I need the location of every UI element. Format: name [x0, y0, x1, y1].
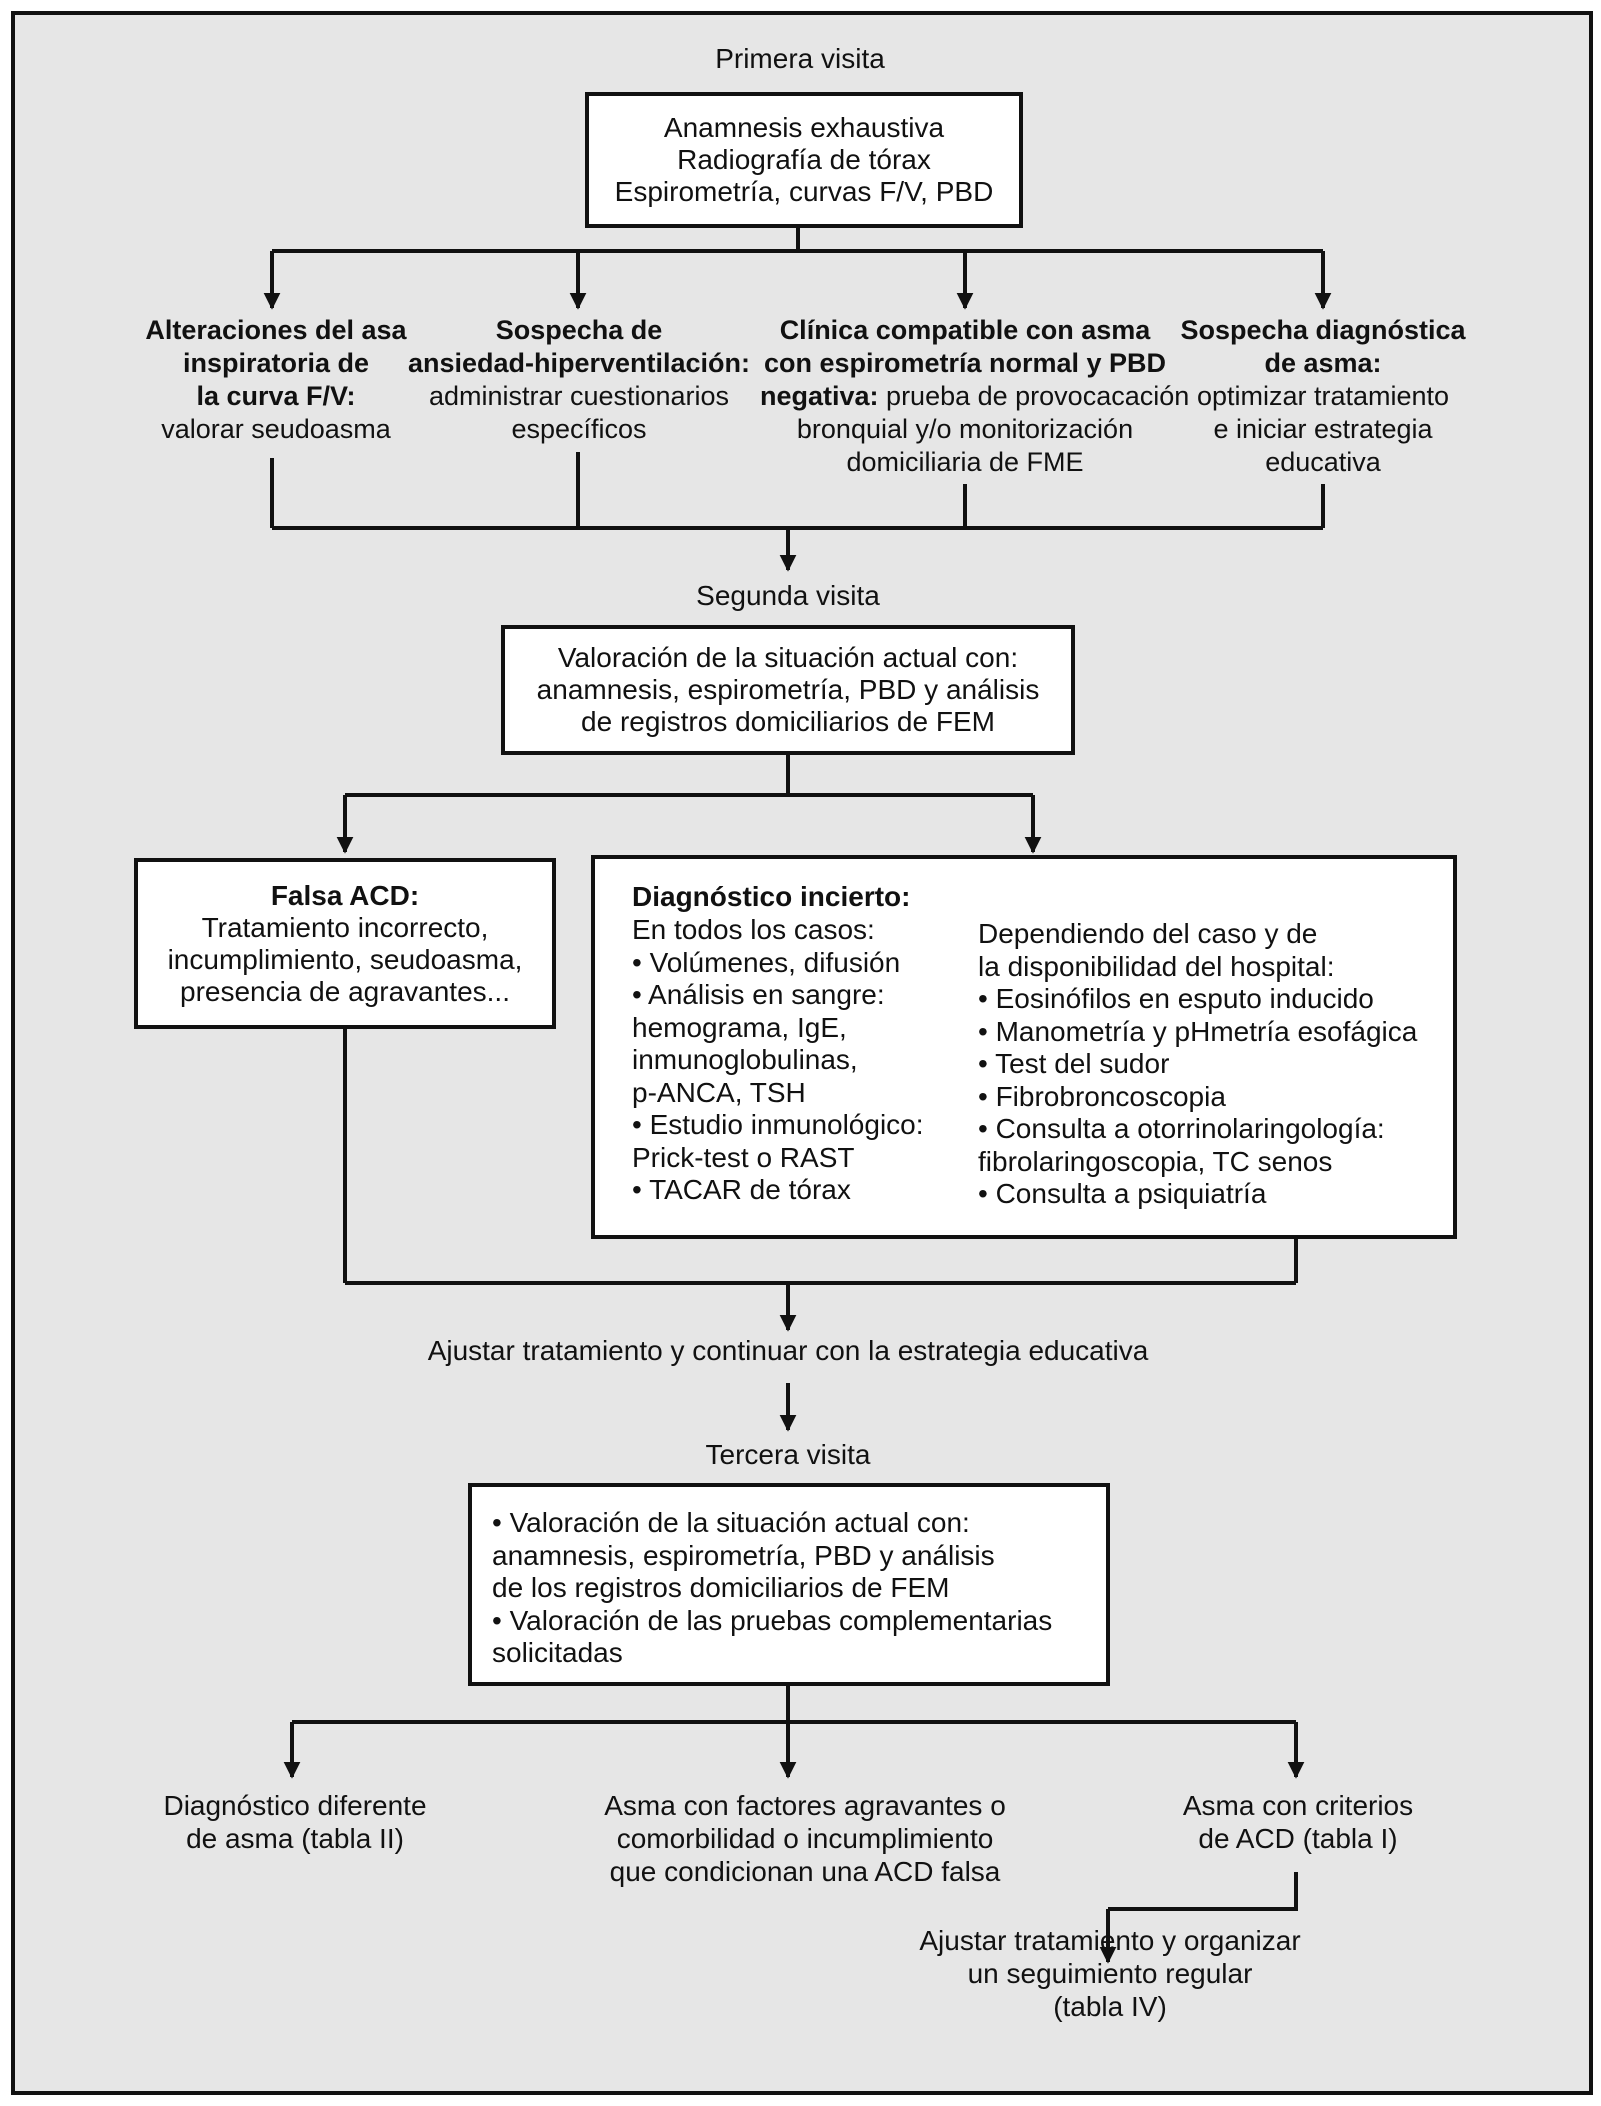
- branch-3-mixed: negativa: prueba de provocacación: [760, 380, 1189, 413]
- branch-3-mixed-normal: prueba de provocacación: [878, 381, 1190, 411]
- incierto-left-8: Prick-test o RAST: [632, 1141, 855, 1173]
- visit1-line-1: Anamnesis exhaustiva: [663, 112, 945, 143]
- outcome-3-line-1: Asma con criterios: [1182, 1790, 1414, 1821]
- incierto-right-5: • Test del sudor: [978, 1048, 1170, 1079]
- final-line-1: Ajustar tratamiento y organizar: [919, 1925, 1301, 1956]
- visit1-line-2: Radiografía de tórax: [677, 144, 931, 175]
- incierto-left-2: • Volúmenes, difusión: [632, 946, 901, 978]
- connector-diag-merge: [343, 1027, 1298, 1285]
- branch-4: Sospecha diagnóstica de asma: optimizar …: [1163, 314, 1483, 479]
- incierto-title: Diagnóstico incierto:: [632, 881, 911, 912]
- incierto-right-1: Dependiendo del caso y de: [978, 918, 1318, 949]
- branch-4-bold-2: de asma:: [1264, 348, 1382, 378]
- falsa-acd-line-3: presencia de agravantes...: [180, 975, 510, 1007]
- incierto-right-3: • Eosinófilos en esputo inducido: [978, 983, 1374, 1014]
- incierto-left-7: • Estudio inmunológico:: [632, 1109, 924, 1140]
- visit2-label: Segunda visita: [696, 580, 880, 611]
- branch-2-bold-2: ansiedad-hiperventilación:: [407, 348, 751, 378]
- branch-4-text-1: optimizar tratamiento: [1196, 381, 1450, 411]
- incierto-left-9: • TACAR de tórax: [632, 1174, 851, 1205]
- visit1-line-3: Espirometría, curvas F/V, PBD: [614, 176, 994, 207]
- branch-1-bold-3: la curva F/V:: [196, 381, 356, 411]
- connector-visit3-split: [292, 1684, 1296, 1724]
- visit2-line-3: de registros domiciliarios de FEM: [581, 706, 995, 737]
- final-line-3: (tabla IV): [1053, 1991, 1167, 2022]
- branch-2-text-1: administrar cuestionarios: [428, 381, 730, 411]
- branch-3-bold-2: con espirometría normal y PBD: [763, 348, 1167, 378]
- outcome-2: Asma con factores agravantes o comorbili…: [560, 1789, 1050, 1888]
- connector-visit1-split: [272, 226, 1323, 253]
- visit3-box: • Valoración de la situación actual con:…: [468, 1483, 1110, 1686]
- branch-2-text-2: específicos: [511, 414, 647, 444]
- outcome-1-line-2: de asma (tabla II): [186, 1823, 404, 1854]
- incierto-right-6: • Fibrobroncoscopia: [978, 1080, 1226, 1112]
- visit1-label: Primera visita: [715, 43, 885, 74]
- visit3-label: Tercera visita: [705, 1439, 871, 1470]
- incierto-right-list: Dependiendo del caso y de la disponibili…: [978, 918, 1417, 1211]
- visit2-line-2: anamnesis, espirometría, PBD y análisis: [536, 674, 1040, 705]
- connector-branches-merge: [270, 452, 1325, 530]
- branch-4-text-3: educativa: [1265, 447, 1381, 477]
- incierto-left-4: hemograma, IgE,: [632, 1011, 847, 1043]
- incierto-right-4: • Manometría y pHmetría esofágica: [978, 1015, 1418, 1047]
- branch-4-text-2: e iniciar estrategia: [1213, 414, 1433, 444]
- visit3-line-4: • Valoración de las pruebas complementar…: [492, 1604, 1053, 1636]
- visit3-line-2: anamnesis, espirometría, PBD y análisis: [492, 1539, 995, 1571]
- branch-4-bold-1: Sospecha diagnóstica: [1180, 315, 1466, 345]
- visit3-line-3: de los registros domiciliarios de FEM: [492, 1572, 950, 1603]
- branch-3: Clínica compatible con asma con espirome…: [760, 314, 1189, 479]
- connector-visit2-split: [345, 752, 1033, 797]
- branch-3-text-2: domiciliaria de FME: [846, 447, 1084, 477]
- incierto-left-3: • Análisis en sangre:: [632, 979, 885, 1010]
- outcome-2-line-3: que condicionan una ACD falsa: [609, 1856, 1001, 1887]
- falsa-acd-title: Falsa ACD:: [270, 879, 420, 911]
- visit2-box: Valoración de la situación actual con: a…: [501, 625, 1075, 755]
- incierto-right-7: • Consulta a otorrinolaringología:: [978, 1113, 1385, 1144]
- outcome-1: Diagnóstico diferente de asma (tabla II): [100, 1789, 490, 1855]
- outcome-1-line-1: Diagnóstico diferente: [163, 1790, 427, 1821]
- outcome-3: Asma con criterios de ACD (tabla I): [1118, 1789, 1478, 1855]
- incierto-left-list: En todos los casos: • Volúmenes, difusió…: [632, 914, 924, 1207]
- connector-to-final: [1108, 1872, 1298, 1911]
- visit3-line-5: solicitadas: [492, 1637, 623, 1668]
- visit2-line-1: Valoración de la situación actual con:: [557, 642, 1019, 673]
- incierto-right-8: fibrolaringoscopia, TC senos: [978, 1145, 1333, 1177]
- branch-1-bold-1: Alteraciones del asa: [145, 315, 407, 345]
- visit3-line-1: • Valoración de la situación actual con:: [492, 1507, 970, 1538]
- incierto-left-5: inmunoglobulinas,: [632, 1044, 858, 1075]
- incierto-left-6: p-ANCA, TSH: [632, 1076, 806, 1108]
- branch-3-text-1: bronquial y/o monitorización: [796, 414, 1134, 444]
- branch-1: Alteraciones del asa inspiratoria de la …: [116, 314, 436, 446]
- branch-3-mixed-bold: negativa:: [760, 381, 879, 411]
- ajustar-tratamiento-text: Ajustar tratamiento y continuar con la e…: [427, 1335, 1149, 1366]
- visit3-list: • Valoración de la situación actual con:…: [492, 1507, 1052, 1670]
- falsa-acd-line-1: Tratamiento incorrecto,: [201, 911, 489, 943]
- branch-2-bold-1: Sospecha de: [495, 315, 663, 345]
- final-step: Ajustar tratamiento y organizar un segui…: [880, 1924, 1340, 2023]
- outcome-2-line-1: Asma con factores agravantes o: [604, 1790, 1006, 1821]
- outcome-3-line-2: de ACD (tabla I): [1198, 1823, 1398, 1854]
- branch-3-bold-1: Clínica compatible con asma: [779, 315, 1151, 345]
- branch-1-bold-2: inspiratoria de: [182, 348, 370, 378]
- branch-1-text-1: valorar seudoasma: [161, 414, 391, 444]
- falsa-acd-box: Falsa ACD: Tratamiento incorrecto, incum…: [134, 858, 556, 1029]
- falsa-acd-line-2: incumplimiento, seudoasma,: [167, 943, 523, 975]
- incierto-left-1: En todos los casos:: [632, 914, 875, 945]
- branch-2: Sospecha de ansiedad-hiperventilación: a…: [398, 314, 760, 446]
- outcome-2-line-2: comorbilidad o incumplimiento: [616, 1823, 994, 1854]
- incierto-right-2: la disponibilidad del hospital:: [978, 950, 1335, 982]
- diagnostico-incierto-box: Diagnóstico incierto: En todos los casos…: [591, 855, 1457, 1239]
- visit1-box: Anamnesis exhaustiva Radiografía de tóra…: [585, 92, 1023, 228]
- final-line-2: un seguimiento regular: [967, 1958, 1253, 1989]
- incierto-right-9: • Consulta a psiquiatría: [978, 1178, 1267, 1209]
